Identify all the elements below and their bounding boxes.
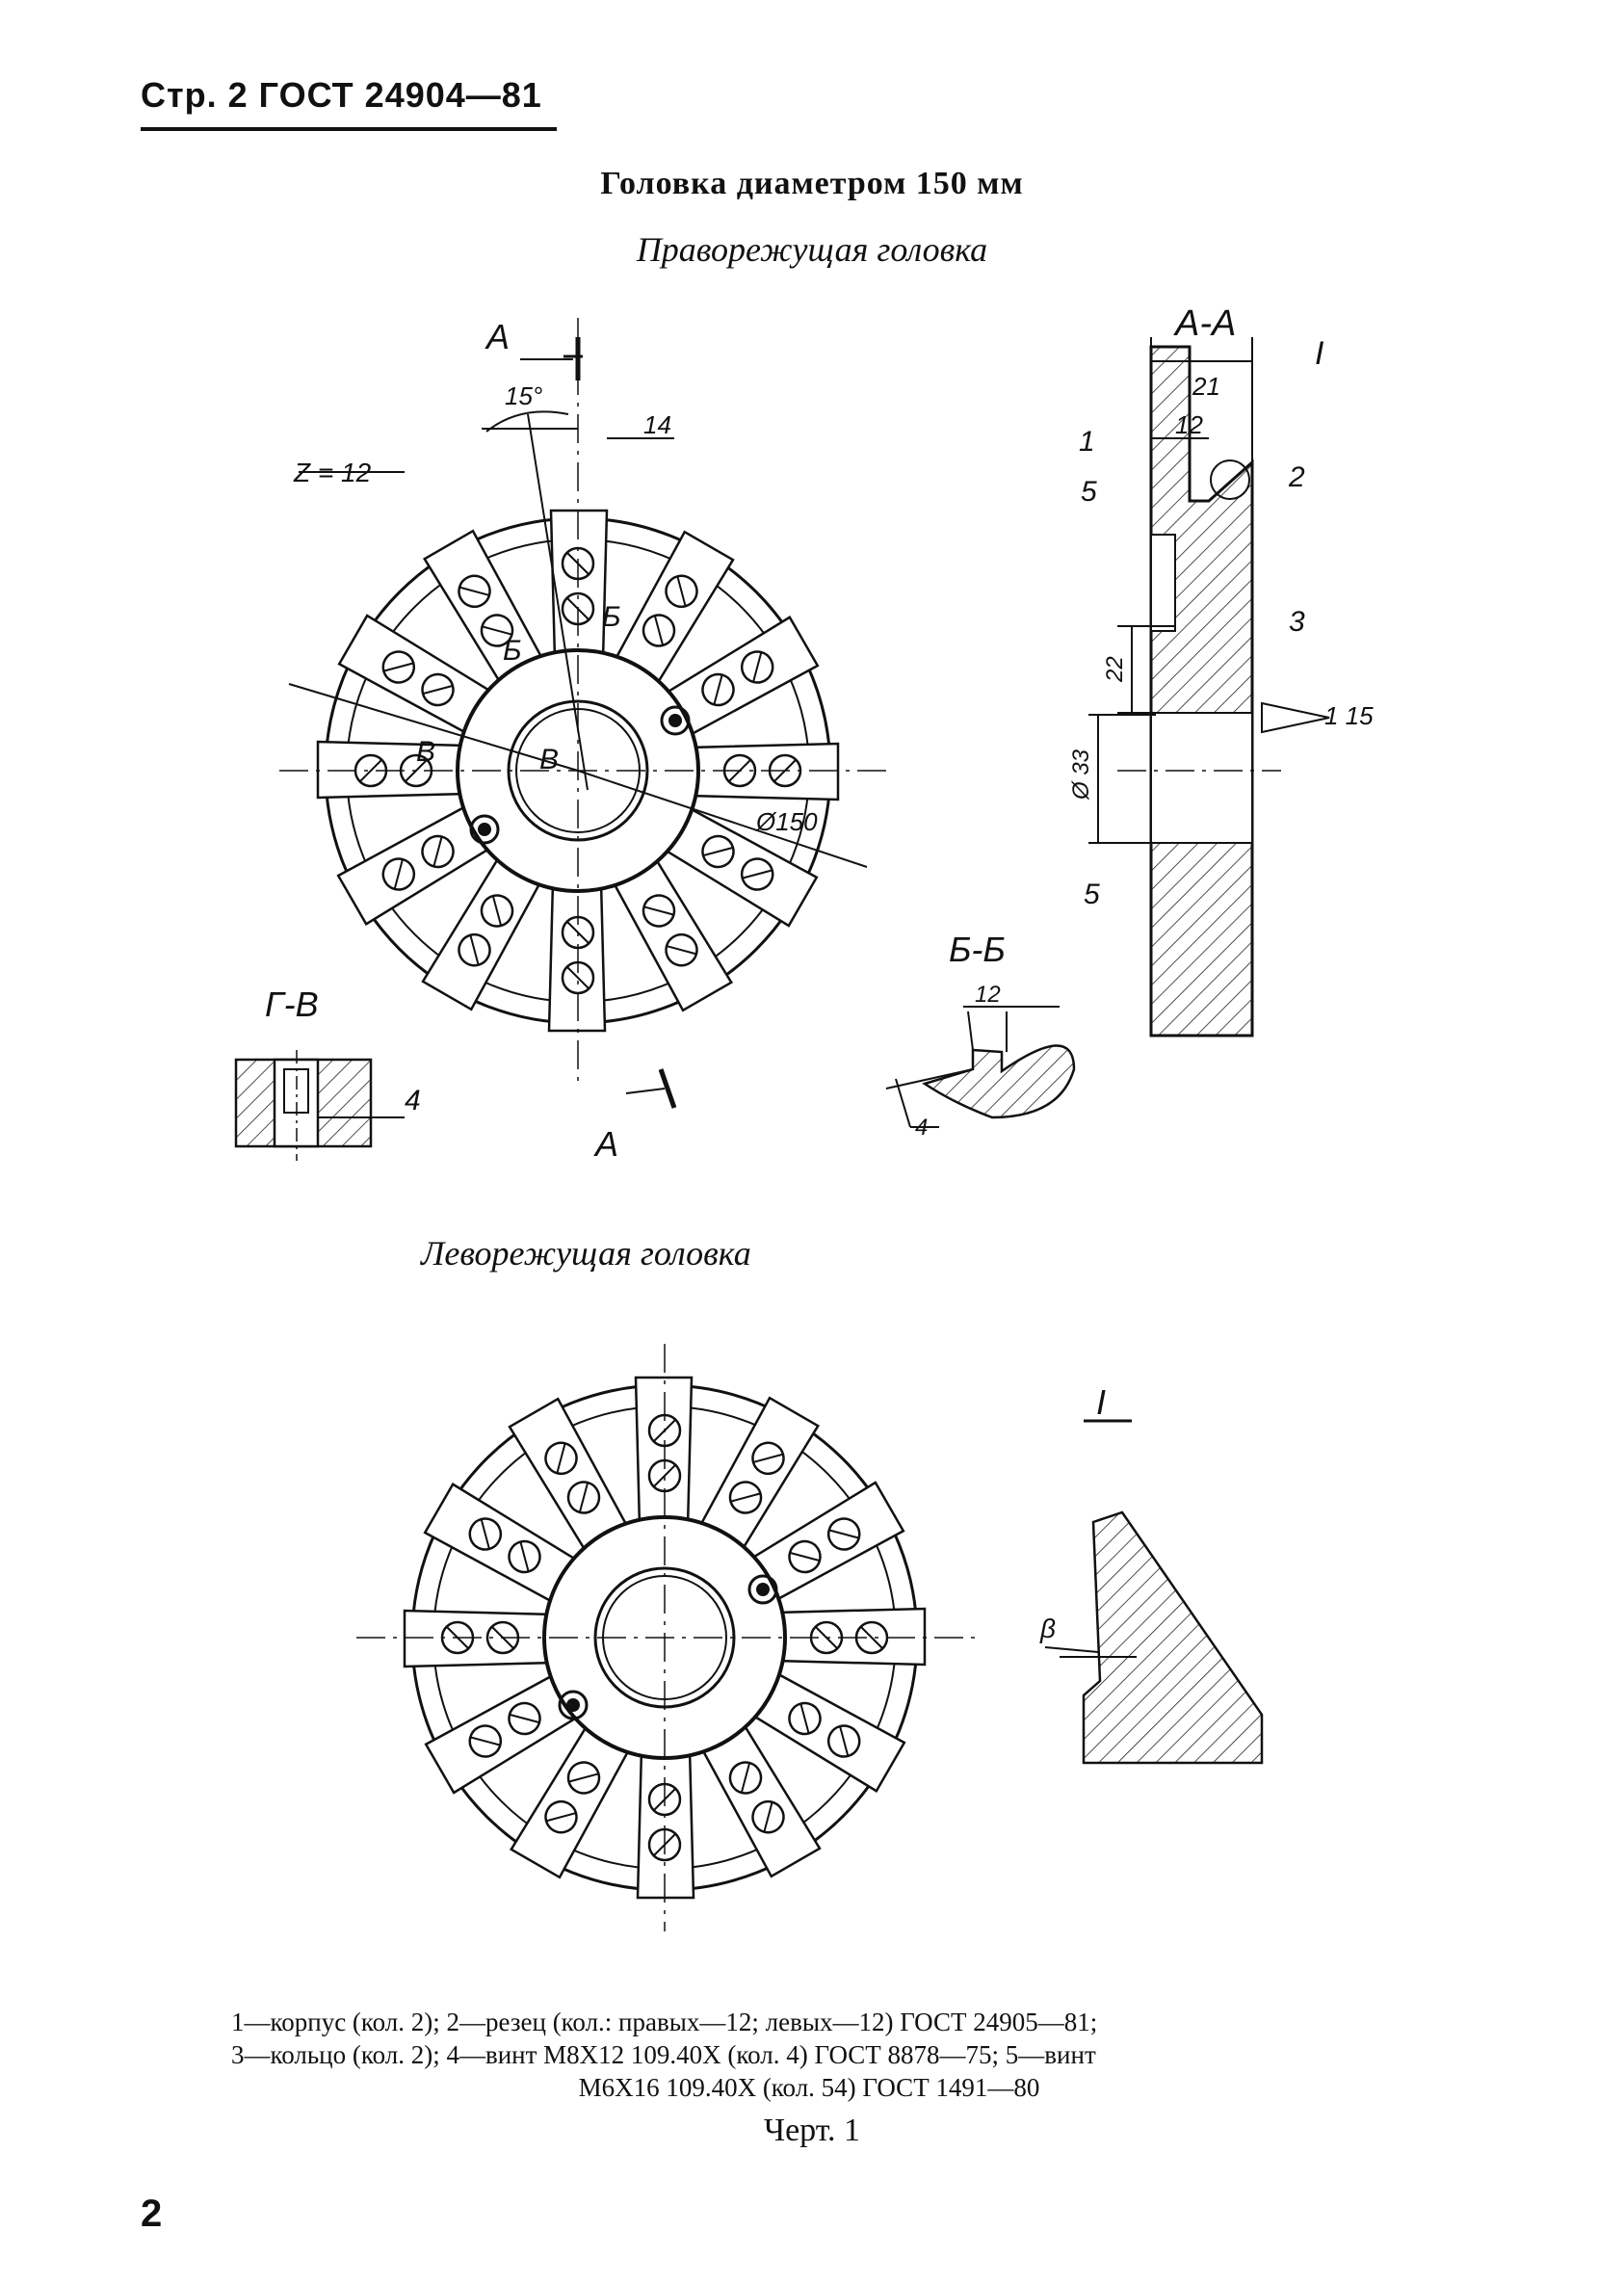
beta-angle-label: β — [1039, 1614, 1056, 1643]
dim-dia33-label: Ø 33 — [1068, 748, 1094, 801]
dim-22-label: 22 — [1102, 656, 1128, 683]
parts-caption: 1—корпус (кол. 2); 2—резец (кол.: правых… — [231, 2006, 1387, 2104]
part-5a-label: 5 — [1081, 476, 1097, 508]
part-1-label: 1 — [1079, 426, 1095, 458]
label-v1: В — [416, 736, 435, 768]
roughness-label: 1 15 — [1324, 701, 1374, 730]
view-gv-label: Г-В — [265, 984, 319, 1024]
label-b2: Б — [602, 601, 621, 633]
left-head-drawing — [356, 1344, 978, 1931]
section-aa-drawing — [1088, 337, 1330, 1037]
caption-line-3: М6Х16 109.40Х (кол. 54) ГОСТ 1491—80 — [578, 2073, 1040, 2102]
callout-i-label: I — [1315, 335, 1324, 372]
label-b1: Б — [503, 635, 522, 667]
header-rule — [141, 127, 557, 131]
angle-15-label: 15° — [505, 381, 542, 410]
dim-12-aa-label: 12 — [1175, 410, 1203, 439]
caption-line-1: 1—корпус (кол. 2); 2—резец (кол.: правых… — [231, 2008, 1098, 2036]
label-v2: В — [539, 744, 559, 775]
view-aa-label: А-А — [1173, 303, 1236, 344]
section-bb-drawing — [885, 1006, 1076, 1128]
part-2-label: 2 — [1288, 461, 1305, 493]
dim-12-bb-label: 12 — [975, 982, 1001, 1008]
right-head-drawing — [279, 318, 886, 1109]
caption-line-2: 3—кольцо (кол. 2); 4—винт М8Х12 109.40Х … — [231, 2040, 1096, 2069]
page-title: Головка диаметром 150 мм — [600, 166, 1024, 201]
dim-4-bb-label: 4 — [915, 1115, 928, 1141]
dim-dia150-label: Ø150 — [755, 807, 818, 836]
subtitle-left-head: Леворежущая головка — [421, 1234, 751, 1273]
part-3-label: 3 — [1289, 606, 1305, 638]
view-detail-label: I — [1096, 1382, 1106, 1422]
part-4-gv-label: 4 — [405, 1085, 421, 1116]
section-gv-drawing — [234, 1050, 405, 1161]
dim-14-label: 14 — [643, 410, 671, 439]
teeth-count-label: Z = 12 — [293, 458, 372, 487]
part-5b-label: 5 — [1084, 879, 1100, 910]
page-number: 2 — [141, 2192, 163, 2235]
section-a-bottom-label: А — [593, 1124, 618, 1164]
figure-label: Черт. 1 — [763, 2113, 861, 2148]
section-a-label: А — [485, 317, 510, 356]
detail-i-drawing — [1044, 1419, 1264, 1765]
dim-21-label: 21 — [1192, 372, 1220, 401]
view-bb-label: Б-Б — [949, 930, 1006, 969]
page-header: Стр. 2 ГОСТ 24904—81 — [141, 75, 542, 115]
subtitle-right-head: Праворежущая головка — [636, 230, 988, 269]
